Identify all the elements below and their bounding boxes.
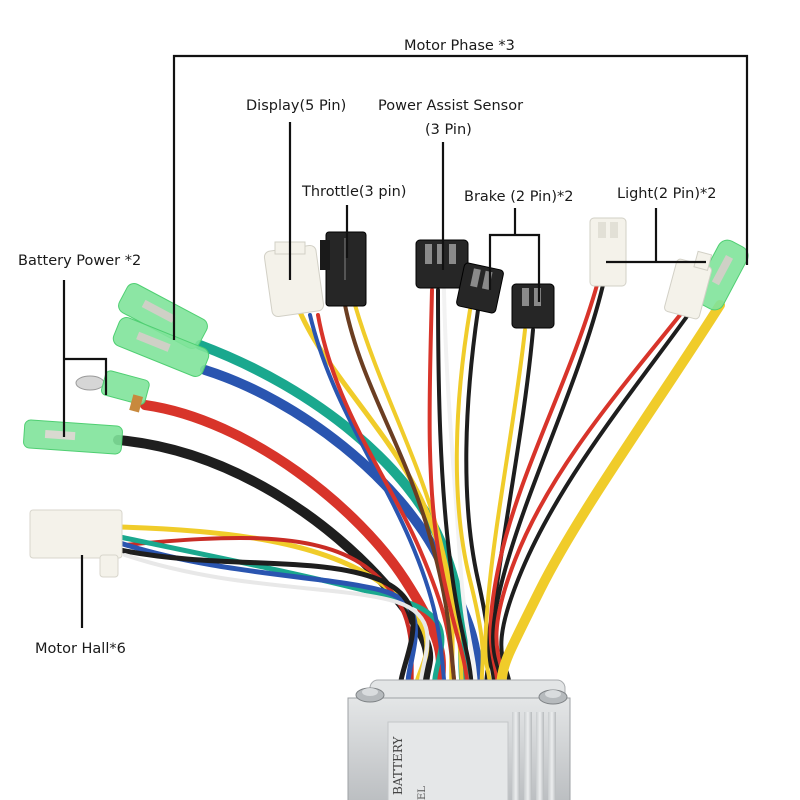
label-power-assist-line1: Power Assist Sensor bbox=[378, 98, 523, 114]
controller-label-secondary: EL bbox=[417, 786, 428, 800]
label-display: Display(5 Pin) bbox=[246, 98, 346, 114]
wire-hall-blue bbox=[117, 540, 418, 693]
label-motor-phase: Motor Phase *3 bbox=[404, 38, 515, 54]
connector-brake-2 bbox=[511, 283, 555, 329]
callout-lines bbox=[62, 54, 749, 628]
wire-hall-white bbox=[123, 553, 430, 692]
wire-light1-red bbox=[488, 283, 599, 692]
heatsink-fins bbox=[512, 712, 556, 800]
connector-light-2 bbox=[664, 250, 713, 320]
connector-display bbox=[263, 241, 325, 318]
wire-phase-blue bbox=[200, 365, 485, 695]
wire-pas-black bbox=[436, 288, 474, 692]
label-motor-hall: Motor Hall*6 bbox=[35, 641, 126, 657]
controller-housing: BATTERY EL bbox=[347, 679, 571, 800]
label-battery-power: Battery Power *2 bbox=[18, 253, 141, 269]
leader-battery-branch bbox=[64, 357, 108, 395]
wire-hall-black bbox=[117, 547, 416, 693]
leader-motor-phase bbox=[172, 54, 749, 340]
screw-right bbox=[538, 689, 568, 705]
connector-motor-hall bbox=[29, 509, 123, 578]
wire-display-blue bbox=[308, 313, 447, 692]
label-throttle: Throttle(3 pin) bbox=[301, 184, 406, 200]
wire-brake1-yellow bbox=[454, 308, 485, 692]
labels: Motor Phase *3 Display(5 Pin) Power Assi… bbox=[18, 38, 716, 657]
wire-light2-red bbox=[494, 313, 682, 692]
label-brake: Brake (2 Pin)*2 bbox=[464, 189, 573, 205]
wire-bundle bbox=[113, 283, 725, 695]
wire-light1-black bbox=[491, 283, 605, 692]
label-light: Light(2 Pin)*2 bbox=[617, 186, 716, 202]
wire-phase-yellow bbox=[495, 300, 725, 695]
connector-throttle bbox=[320, 231, 367, 307]
connector-battery-black bbox=[23, 419, 123, 455]
connector-light-1 bbox=[589, 217, 627, 287]
wire-throttle-brown bbox=[343, 303, 457, 692]
wire-pas-red bbox=[427, 288, 470, 692]
controller-label-battery: BATTERY bbox=[391, 736, 405, 795]
connector-phase-blue bbox=[112, 317, 210, 377]
wire-pas-white bbox=[442, 288, 478, 692]
connector-battery-red bbox=[75, 370, 150, 413]
connector-brake-1 bbox=[456, 262, 504, 314]
label-power-assist-line2: (3 Pin) bbox=[425, 122, 472, 138]
screw-left bbox=[355, 687, 385, 703]
wire-brake2-yellow bbox=[483, 328, 527, 692]
